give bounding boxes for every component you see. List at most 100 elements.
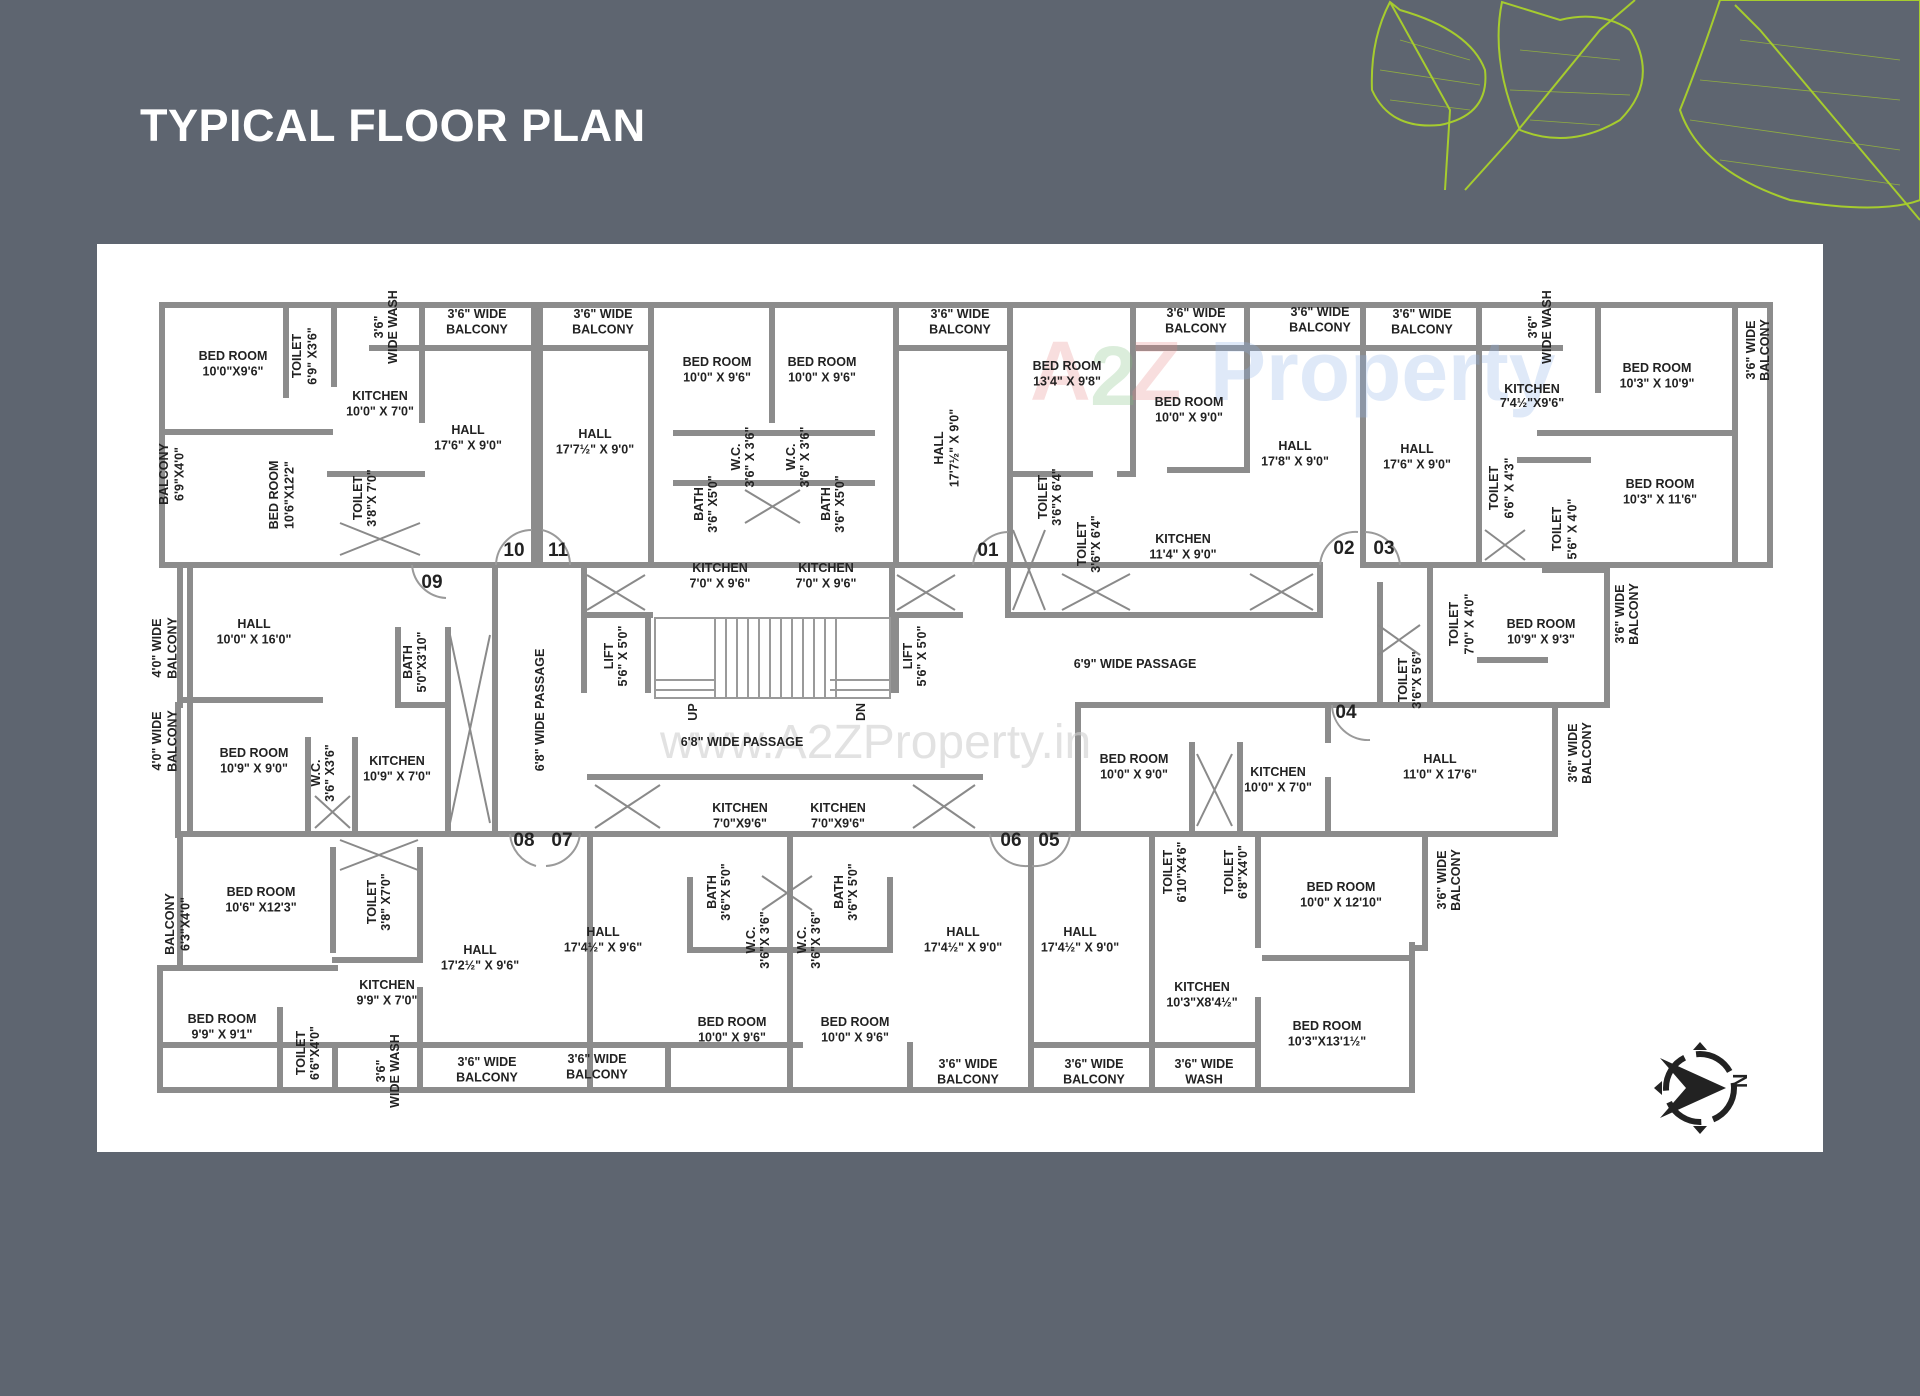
svg-text:3'6" WIDE: 3'6" WIDE	[1435, 851, 1449, 910]
svg-text:W.C.: W.C.	[729, 443, 743, 470]
svg-text:3'6" WIDE: 3'6" WIDE	[458, 1055, 517, 1069]
svg-text:3'6" WIDE: 3'6" WIDE	[568, 1052, 627, 1066]
svg-text:HALL: HALL	[1063, 925, 1097, 939]
svg-text:Property: Property	[1210, 324, 1556, 418]
svg-text:BALCONY: BALCONY	[163, 892, 177, 954]
svg-text:6'10"X4'6": 6'10"X4'6"	[1175, 841, 1189, 902]
svg-text:7'0" X 4'0": 7'0" X 4'0"	[1463, 593, 1477, 654]
svg-text:Z: Z	[1130, 324, 1181, 418]
svg-text:3'6" X5'0": 3'6" X5'0"	[706, 475, 720, 532]
svg-text:17'7½" X 9'0": 17'7½" X 9'0"	[556, 443, 634, 457]
room-label: W.C.3'6" X 3'6"	[784, 426, 812, 487]
svg-text:HALL: HALL	[946, 925, 980, 939]
svg-text:DN: DN	[854, 703, 868, 721]
walls	[157, 302, 1773, 1093]
svg-text:BALCONY: BALCONY	[1289, 321, 1351, 335]
room-label: W.C.3'6" X 3'6"	[729, 426, 757, 487]
svg-text:TOILET: TOILET	[351, 476, 365, 521]
watermark: A 2 Z Property www.A2ZProperty.in	[659, 324, 1556, 769]
svg-text:3'6" WIDE: 3'6" WIDE	[1613, 585, 1627, 644]
svg-text:BALCONY: BALCONY	[1391, 323, 1453, 337]
svg-text:www.A2ZProperty.in: www.A2ZProperty.in	[659, 716, 1091, 769]
svg-text:3'6"X 6'4": 3'6"X 6'4"	[1089, 515, 1103, 572]
svg-text:3'6": 3'6"	[372, 316, 386, 339]
room-label: 6'8" WIDE PASSAGE	[681, 735, 804, 749]
svg-text:7'4½"X9'6": 7'4½"X9'6"	[1500, 396, 1564, 410]
svg-text:3'6" WIDE: 3'6" WIDE	[1566, 724, 1580, 783]
svg-text:6'9" WIDE PASSAGE: 6'9" WIDE PASSAGE	[1074, 657, 1197, 671]
room-label: HALL 17'7½" X 9'0"	[556, 427, 634, 457]
floor-plan-sheet: A 2 Z Property www.A2ZProperty.in BED RO…	[97, 244, 1823, 1152]
svg-text:9'9" X 9'1": 9'9" X 9'1"	[192, 1028, 253, 1042]
svg-text:HALL: HALL	[578, 427, 612, 441]
unit-number: 02	[1333, 538, 1354, 559]
svg-text:TOILET: TOILET	[1036, 475, 1050, 520]
svg-text:TOILET: TOILET	[1161, 850, 1175, 895]
svg-text:17'2½" X 9'6": 17'2½" X 9'6"	[441, 959, 519, 973]
door-swings	[411, 529, 1401, 868]
svg-text:3'6"X 5'6": 3'6"X 5'6"	[1410, 651, 1424, 708]
svg-text:3'6" WIDE: 3'6" WIDE	[1065, 1057, 1124, 1071]
svg-text:6'6" X 4'3": 6'6" X 4'3"	[1503, 457, 1517, 518]
svg-text:10'0" X 9'6": 10'0" X 9'6"	[698, 1031, 766, 1045]
unit-number: 10	[503, 540, 524, 561]
svg-text:HALL: HALL	[932, 431, 946, 465]
svg-text:N: N	[1730, 1074, 1752, 1088]
svg-text:BED ROOM: BED ROOM	[188, 1012, 257, 1026]
unit-number: 05	[1038, 830, 1060, 851]
svg-text:BED ROOM: BED ROOM	[683, 355, 752, 369]
svg-text:3'6"X 5'0": 3'6"X 5'0"	[719, 863, 733, 920]
svg-text:BATH: BATH	[832, 875, 846, 909]
svg-text:HALL: HALL	[1278, 439, 1312, 453]
svg-text:6'8" WIDE PASSAGE: 6'8" WIDE PASSAGE	[533, 649, 547, 772]
svg-text:BED ROOM: BED ROOM	[821, 1015, 890, 1029]
svg-text:KITCHEN: KITCHEN	[1504, 382, 1560, 396]
svg-text:17'8" X 9'0": 17'8" X 9'0"	[1261, 455, 1329, 469]
svg-text:3'6" WIDE: 3'6" WIDE	[448, 307, 507, 321]
room-label: W.C.3'6" X3'6"	[309, 744, 337, 801]
svg-text:BATH: BATH	[692, 487, 706, 521]
svg-text:KITCHEN: KITCHEN	[798, 561, 854, 575]
room-label: 3'6"WIDE WASH	[1526, 290, 1554, 364]
svg-text:BED ROOM: BED ROOM	[220, 746, 289, 760]
svg-text:KITCHEN: KITCHEN	[352, 389, 408, 403]
svg-text:TOILET: TOILET	[294, 1031, 308, 1076]
svg-text:BALCONY: BALCONY	[1449, 848, 1463, 910]
svg-text:TOILET: TOILET	[1075, 522, 1089, 567]
svg-text:BALCONY: BALCONY	[1165, 322, 1227, 336]
svg-text:KITCHEN: KITCHEN	[692, 561, 748, 575]
svg-text:6'9"X4'0": 6'9"X4'0"	[173, 447, 187, 501]
svg-text:BED ROOM: BED ROOM	[1155, 395, 1224, 409]
svg-text:HALL: HALL	[1423, 752, 1457, 766]
svg-text:BALCONY: BALCONY	[166, 616, 180, 678]
svg-text:LIFT: LIFT	[901, 642, 915, 669]
svg-text:17'7½" X 9'0": 17'7½" X 9'0"	[948, 409, 962, 487]
room-label: 3'6"WIDE WASH	[374, 1034, 402, 1108]
svg-text:10'6"X12'2": 10'6"X12'2"	[283, 461, 297, 529]
unit-number: 03	[1373, 538, 1394, 559]
svg-text:TOILET: TOILET	[1396, 658, 1410, 703]
